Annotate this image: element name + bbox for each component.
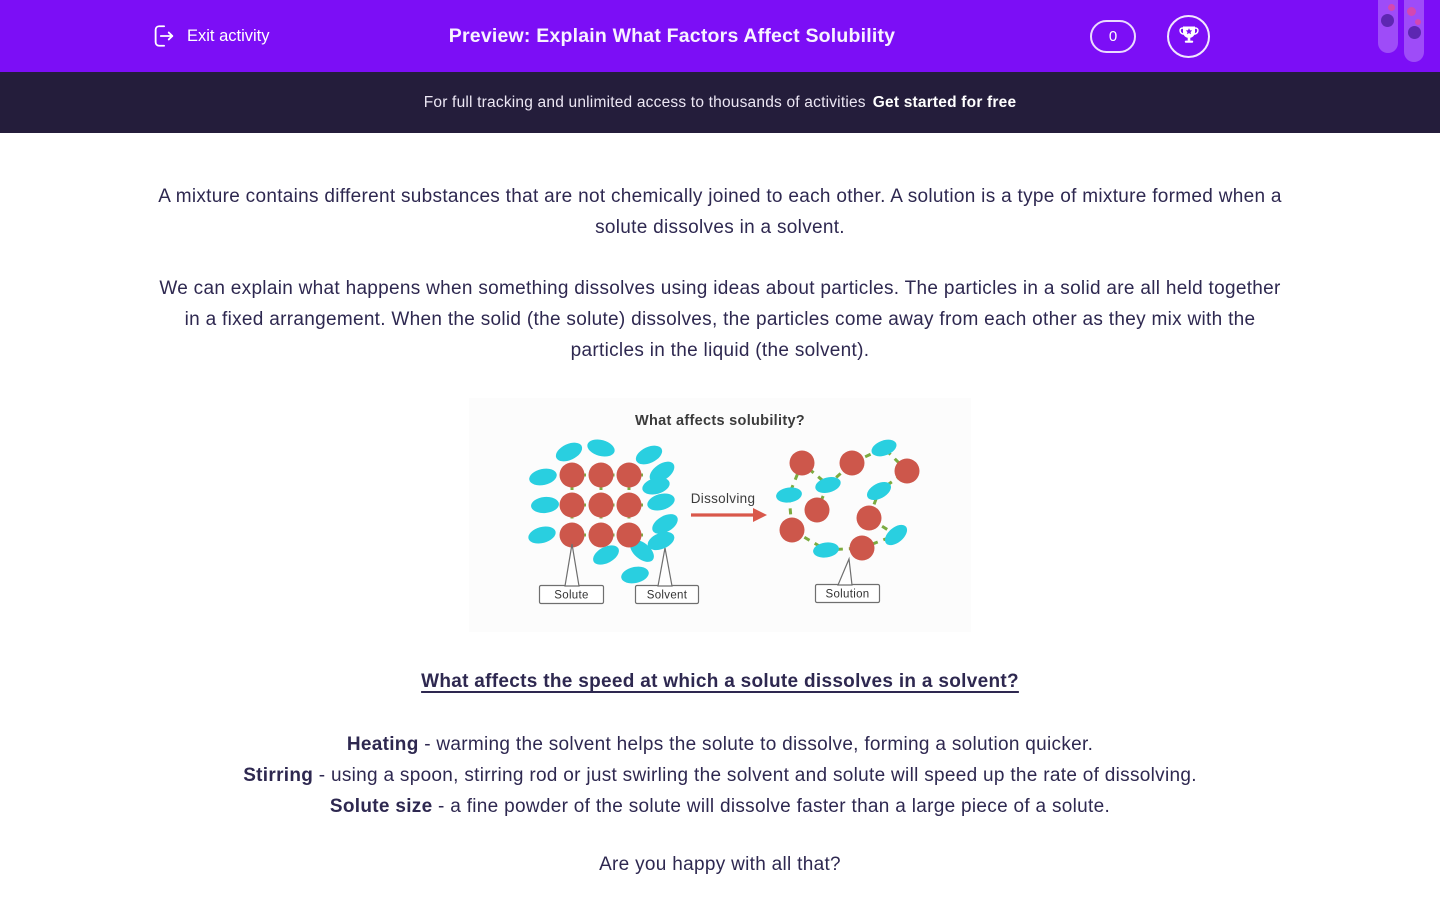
exit-activity-button[interactable]: Exit activity (150, 0, 270, 72)
factor-solute-size: Solute size - a fine powder of the solut… (150, 791, 1290, 822)
upsell-banner: For full tracking and unlimited access t… (0, 72, 1440, 133)
dissolving-label: Dissolving (691, 491, 756, 506)
solute-label: Solute (554, 590, 588, 602)
exit-activity-label: Exit activity (187, 26, 270, 45)
trophy-icon (1177, 22, 1201, 51)
solution-solute-particles (779, 450, 920, 561)
factor-text: - warming the solvent helps the solute t… (418, 734, 1094, 755)
score-badge: 0 (1090, 19, 1136, 53)
factor-text: - a fine powder of the solute will disso… (432, 796, 1111, 817)
exit-icon (150, 23, 176, 49)
solution-label: Solution (826, 589, 870, 601)
solute-particles (559, 462, 642, 548)
solvent-callout: Solvent (634, 547, 700, 605)
header-controls: 0 (1090, 0, 1210, 72)
diagram-title: What affects solubility? (635, 413, 805, 429)
activity-content: A mixture contains different substances … (150, 181, 1290, 880)
closing-question: Are you happy with all that? (599, 854, 841, 875)
factor-heating: Heating - warming the solvent helps the … (150, 729, 1290, 760)
factor-text: - using a spoon, stirring rod or just sw… (313, 765, 1197, 786)
trophy-button[interactable] (1167, 14, 1210, 58)
page-title: Preview: Explain What Factors Affect Sol… (448, 24, 896, 47)
factor-term: Solute size (329, 796, 433, 817)
intro-paragraph: A mixture contains different substances … (158, 186, 1282, 238)
test-tube-decoration (1404, 0, 1424, 62)
solubility-diagram: What affects solubility? (469, 398, 971, 632)
factor-term: Heating (346, 734, 419, 755)
solvent-particles (528, 439, 678, 584)
solvent-label: Solvent (647, 590, 688, 602)
speed-heading: What affects the speed at which a solute… (421, 671, 1019, 692)
particles-paragraph: We can explain what happens when somethi… (159, 278, 1281, 361)
factors-list: Heating - warming the solvent helps the … (150, 729, 1290, 822)
factor-term: Stirring (243, 765, 314, 786)
app-header: Exit activity Preview: Explain What Fact… (0, 0, 1440, 72)
solution-solvent-particles (776, 439, 908, 558)
get-started-link[interactable]: Get started for free (872, 93, 1017, 111)
banner-text: For full tracking and unlimited access t… (423, 93, 866, 111)
solute-callout: Solute (538, 543, 605, 605)
test-tube-decoration (1378, 0, 1398, 53)
solution-callout: Solution (814, 556, 881, 604)
dissolving-arrow (691, 508, 767, 522)
score-value: 0 (1108, 27, 1118, 45)
factor-stirring: Stirring - using a spoon, stirring rod o… (150, 760, 1290, 791)
